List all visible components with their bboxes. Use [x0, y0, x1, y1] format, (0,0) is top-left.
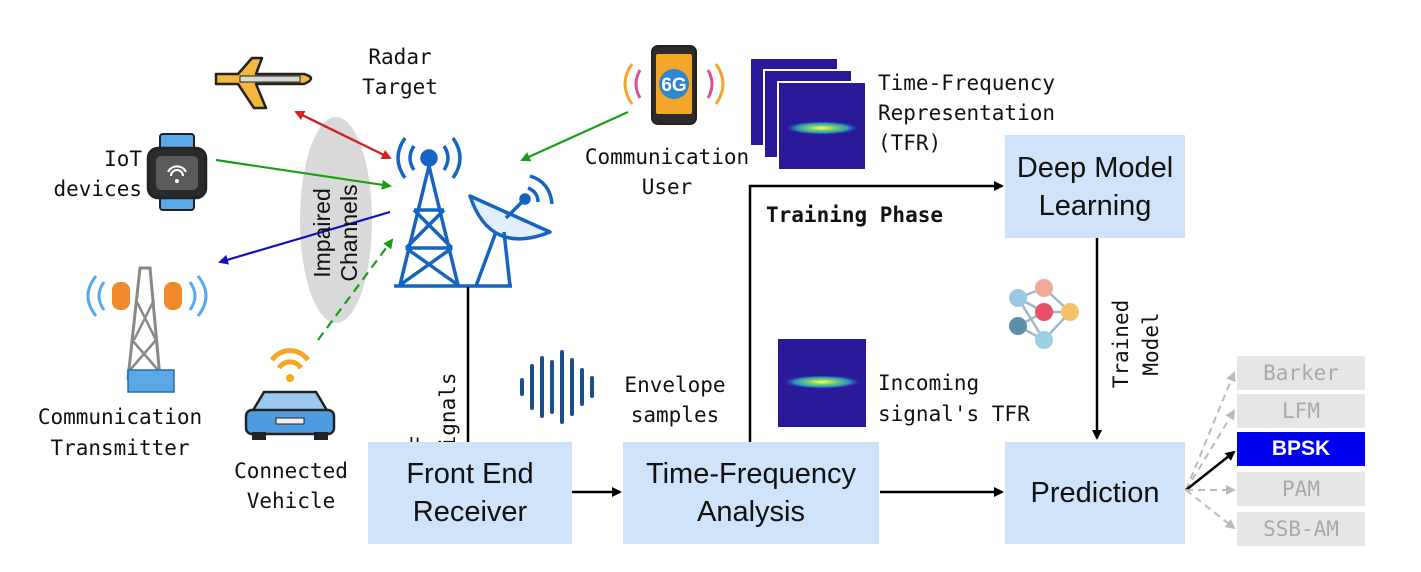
- prediction-box: Prediction: [1005, 442, 1185, 544]
- envelope-samples-label: Envelope samples: [624, 373, 726, 427]
- six-g-label: 6G: [661, 75, 686, 96]
- class-bpsk: BPSK: [1237, 432, 1365, 466]
- impaired-channels-label: Impaired Channels: [309, 184, 362, 282]
- incoming-tfr-label: Incoming signal's TFR: [878, 371, 1030, 426]
- radar-target-label: Radar Target: [362, 45, 438, 99]
- class-ssb-am: SSB-AM: [1237, 512, 1365, 546]
- waveform-icon: [520, 350, 594, 424]
- neural-network-icon: [1009, 279, 1079, 349]
- wifi-icon: [269, 348, 311, 382]
- connected-vehicle-label: Connected Vehicle: [234, 459, 348, 513]
- iot-arrow: [215, 158, 392, 190]
- training-phase-arrow: [748, 181, 1004, 442]
- smartwatch-icon: [146, 133, 208, 211]
- incoming-tfr-image: [778, 339, 866, 427]
- training-phase-label: Training Phase: [766, 203, 944, 227]
- class-lfm: LFM: [1237, 394, 1365, 428]
- tfr-representation-label: Time-Frequency Representation (TFR): [878, 71, 1056, 155]
- satellite-dish-icon: [468, 174, 554, 287]
- smartphone-6g-icon: [623, 45, 725, 125]
- radar-arrow: [294, 111, 392, 159]
- car-icon: [244, 390, 336, 440]
- tfr-stack: [749, 57, 867, 171]
- communication-transmitter-label: Communication Transmitter: [37, 405, 203, 460]
- front-end-receiver-box: Front End Receiver: [368, 442, 572, 544]
- transmitter-arrow: [218, 210, 391, 265]
- deep-model-learning-box: Deep Model Learning: [1005, 135, 1185, 238]
- communication-user-label: Communication User: [584, 145, 750, 199]
- vehicle-arrow: [317, 238, 394, 341]
- transmitter-tower-icon: [86, 266, 208, 393]
- class-barker: Barker: [1237, 356, 1365, 390]
- antenna-tower-icon: [394, 136, 512, 288]
- impaired-channels-ellipse: [300, 117, 372, 323]
- trained-model-label: Trained Model: [1109, 299, 1163, 389]
- class-pam: PAM: [1237, 472, 1365, 506]
- iot-devices-label: IoT devices: [53, 147, 142, 201]
- time-frequency-analysis-box: Time-Frequency Analysis: [623, 442, 879, 544]
- user-arrow: [520, 110, 629, 162]
- class-arrows: [1185, 371, 1236, 530]
- airplane-icon: [214, 56, 313, 110]
